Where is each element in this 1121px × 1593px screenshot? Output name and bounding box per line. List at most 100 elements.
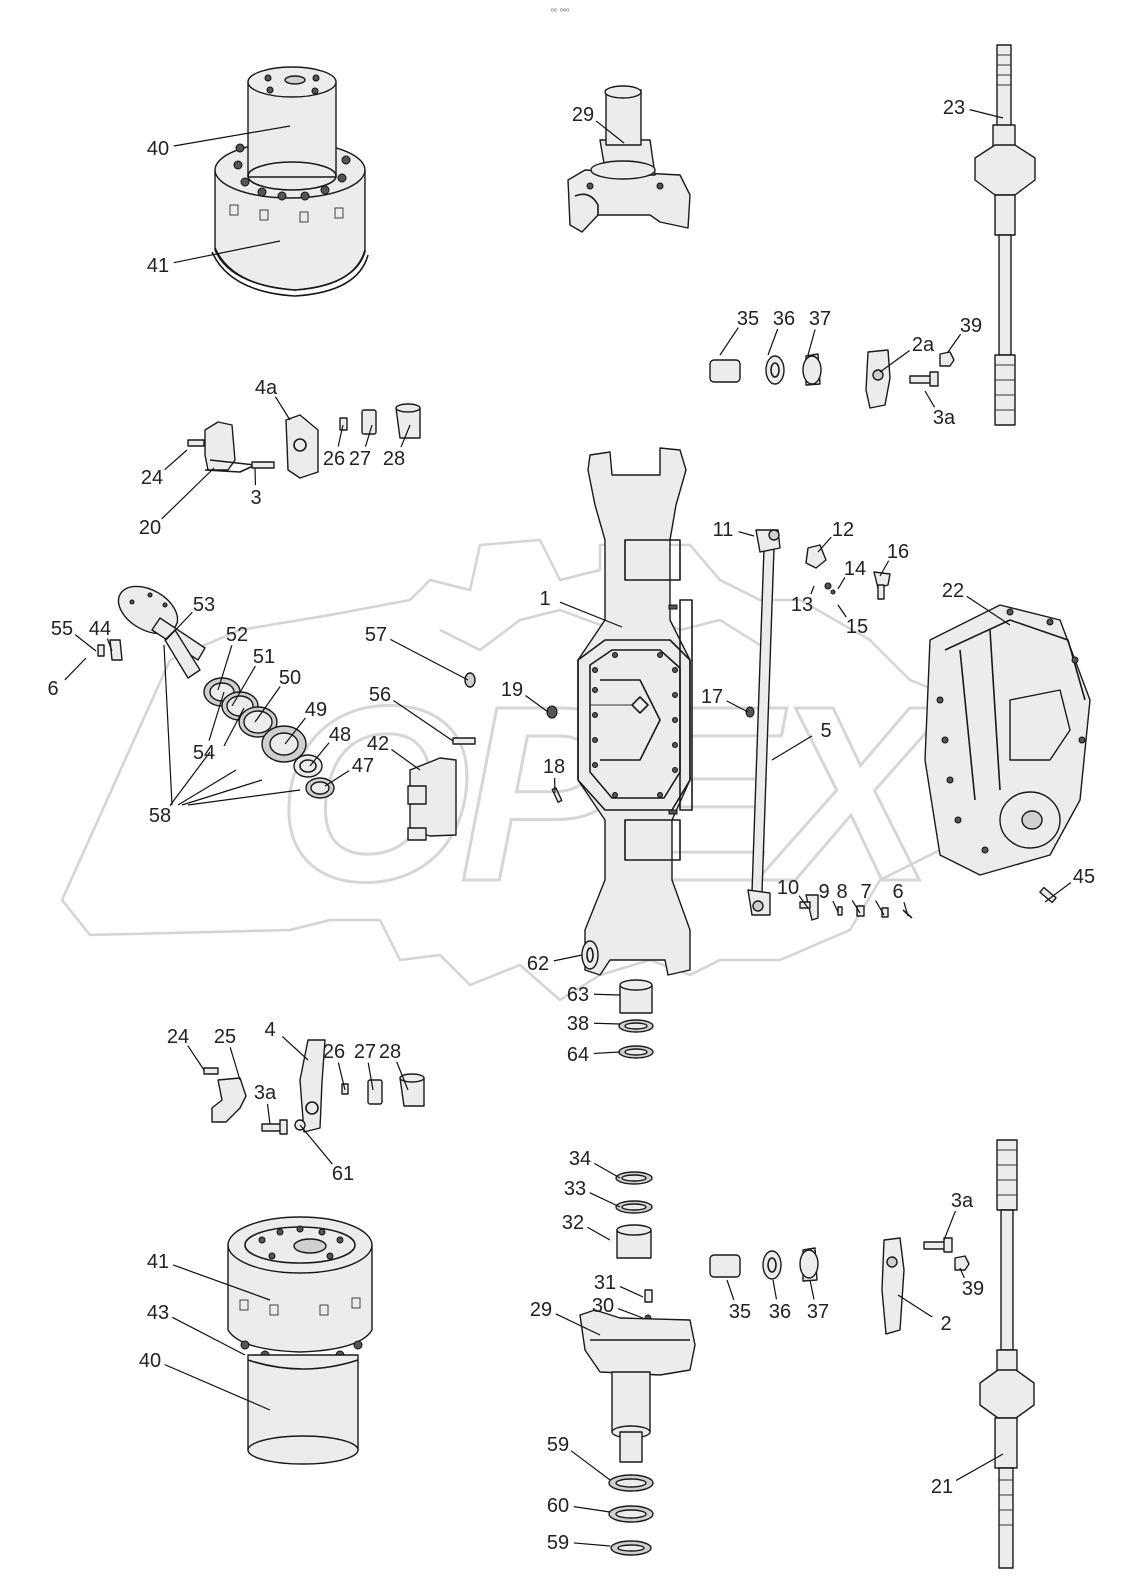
callout-p63: 63: [567, 984, 589, 1006]
callout-p36a: 36: [773, 308, 795, 330]
leader-p17: [726, 700, 749, 713]
leader-p59b: [573, 1542, 611, 1547]
bracket: [407, 757, 457, 841]
callout-p35a: 35: [737, 308, 759, 330]
leader-p58: [169, 751, 211, 806]
leader-p10: [798, 895, 809, 909]
leader-extra-58-3: [181, 779, 263, 806]
callout-p37b: 37: [807, 1301, 829, 1323]
leader-p41b: [172, 1264, 271, 1301]
leader-p35a: [719, 327, 739, 356]
leader-p1: [559, 601, 623, 628]
leader-extra-58-2: [177, 769, 237, 806]
king-pin-bushings-top: [581, 940, 654, 1059]
callout-p59a: 59: [547, 1434, 569, 1456]
callout-p60: 60: [547, 1495, 569, 1517]
leader-extra-54-0: [223, 707, 245, 747]
callout-p4a: 4a: [255, 377, 278, 399]
callout-p31: 31: [594, 1272, 616, 1294]
callout-p15: 15: [846, 616, 868, 638]
callout-p8: 8: [836, 881, 847, 903]
leader-p26b: [337, 1062, 346, 1091]
leader-p2: [897, 1294, 933, 1318]
leader-p53: [165, 611, 193, 641]
callout-p11: 11: [713, 519, 734, 541]
callout-p34: 34: [569, 1148, 591, 1170]
leader-p5: [771, 735, 813, 761]
callout-p25: 25: [214, 1026, 236, 1048]
leader-p62: [553, 954, 583, 962]
leader-extra-58-1: [163, 644, 173, 806]
leader-p9: [832, 900, 839, 913]
callout-p17: 17: [701, 686, 723, 708]
leader-p23: [969, 109, 1004, 119]
callout-p1: 1: [539, 588, 550, 610]
leader-p26a: [337, 424, 344, 447]
callout-p49: 49: [305, 699, 327, 721]
leader-p24a: [164, 449, 188, 471]
callout-p39b: 39: [962, 1278, 984, 1300]
callout-p37a: 37: [809, 308, 831, 330]
leader-p52: [217, 645, 233, 691]
leader-p60: [573, 1506, 611, 1513]
leader-p56: [393, 699, 454, 742]
leader-p19: [525, 694, 549, 713]
leader-p55: [74, 634, 97, 652]
leader-p11: [738, 531, 755, 537]
callout-p13: 13: [791, 594, 813, 616]
leader-p59a: [570, 1450, 611, 1481]
callout-p54: 54: [193, 742, 215, 764]
leader-p3ab: [266, 1103, 271, 1125]
leader-p45: [1044, 882, 1072, 903]
callout-p22: 22: [942, 580, 964, 602]
callout-p61: 61: [332, 1163, 354, 1185]
leader-p28a: [400, 424, 411, 448]
leader-p50: [254, 686, 281, 723]
callout-p28b: 28: [379, 1041, 401, 1063]
leader-p24b: [187, 1045, 205, 1071]
callout-p20: 20: [139, 517, 161, 539]
callout-p10: 10: [777, 877, 799, 899]
callout-p40a: 40: [147, 138, 169, 160]
callout-p48: 48: [329, 724, 351, 746]
leader-p30: [618, 1308, 644, 1319]
callout-p5: 5: [820, 720, 831, 742]
callout-p18: 18: [543, 756, 565, 778]
callout-p36b: 36: [769, 1301, 791, 1323]
planetary-hub-top: [211, 66, 369, 297]
callout-p24a: 24: [141, 467, 163, 489]
leader-p27b: [367, 1062, 374, 1091]
leader-p8: [851, 899, 861, 914]
callout-p43: 43: [147, 1302, 169, 1324]
leader-p29a: [595, 120, 625, 144]
steering-knuckle-top: [567, 85, 691, 233]
callout-p23: 23: [943, 97, 965, 119]
leader-p27a: [364, 424, 373, 447]
callout-p39a: 39: [960, 315, 982, 337]
bushing-set-top: [709, 349, 955, 409]
callout-p57: 57: [365, 624, 387, 646]
callout-p42: 42: [367, 733, 389, 755]
leader-p28b: [396, 1061, 409, 1091]
leader-p37a: [807, 329, 816, 356]
callout-p59b: 59: [547, 1532, 569, 1554]
leader-p49: [284, 717, 306, 745]
callout-p58: 58: [149, 805, 171, 827]
callout-p19: 19: [501, 679, 523, 701]
callout-p53: 53: [193, 594, 215, 616]
callout-p24b: 24: [167, 1026, 189, 1048]
callout-p12: 12: [832, 519, 854, 541]
leader-p40a: [173, 125, 291, 147]
leader-p43: [172, 1316, 246, 1356]
leader-p4: [281, 1036, 309, 1061]
callout-p2: 2: [940, 1313, 951, 1335]
leader-p64: [593, 1051, 621, 1055]
leader-p4a: [274, 396, 291, 421]
callout-p26a: 26: [323, 448, 345, 470]
callout-p21: 21: [931, 1476, 953, 1498]
callout-p3aa: 3a: [933, 407, 956, 429]
leader-p40b: [164, 1364, 271, 1411]
callout-p38: 38: [567, 1013, 589, 1035]
leader-p41a: [173, 240, 281, 264]
leader-p29b: [555, 1313, 601, 1336]
